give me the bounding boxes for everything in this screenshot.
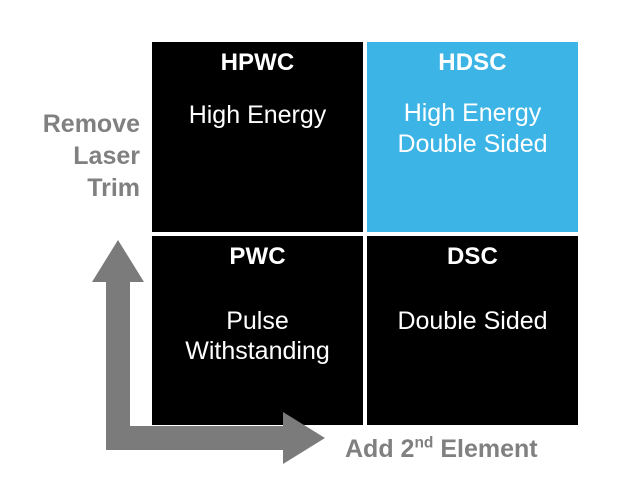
quadrant-title: PWC [229,242,286,270]
quadrant-title: DSC [447,242,498,270]
quadrant-hdsc[interactable]: HDSC High Energy Double Sided [367,42,578,232]
quadrant-title: HPWC [220,49,295,76]
quadrant-description: High Energy Double Sided [397,99,548,158]
x-axis-label-prefix: Add 2 [345,435,415,463]
quadrant-hpwc[interactable]: HPWC High Energy [152,42,363,232]
y-axis-label: Remove Laser Trim [42,110,140,202]
quadrant-matrix: HPWC High Energy HDSC High Energy Double… [152,42,578,425]
quadrant-title: HDSC [438,49,507,76]
quadrant-pwc[interactable]: PWC Pulse Withstanding [152,235,363,425]
x-axis-label-suffix: Element [433,435,538,463]
x-axis-label-superscript: nd [414,434,434,452]
quadrant-description: Double Sided [397,306,548,335]
quadrant-description: Pulse Withstanding [185,306,330,366]
quadrant-description: High Energy [188,101,327,129]
quadrant-dsc[interactable]: DSC Double Sided [367,235,578,425]
x-axis-label: Add 2nd Element [345,434,538,463]
